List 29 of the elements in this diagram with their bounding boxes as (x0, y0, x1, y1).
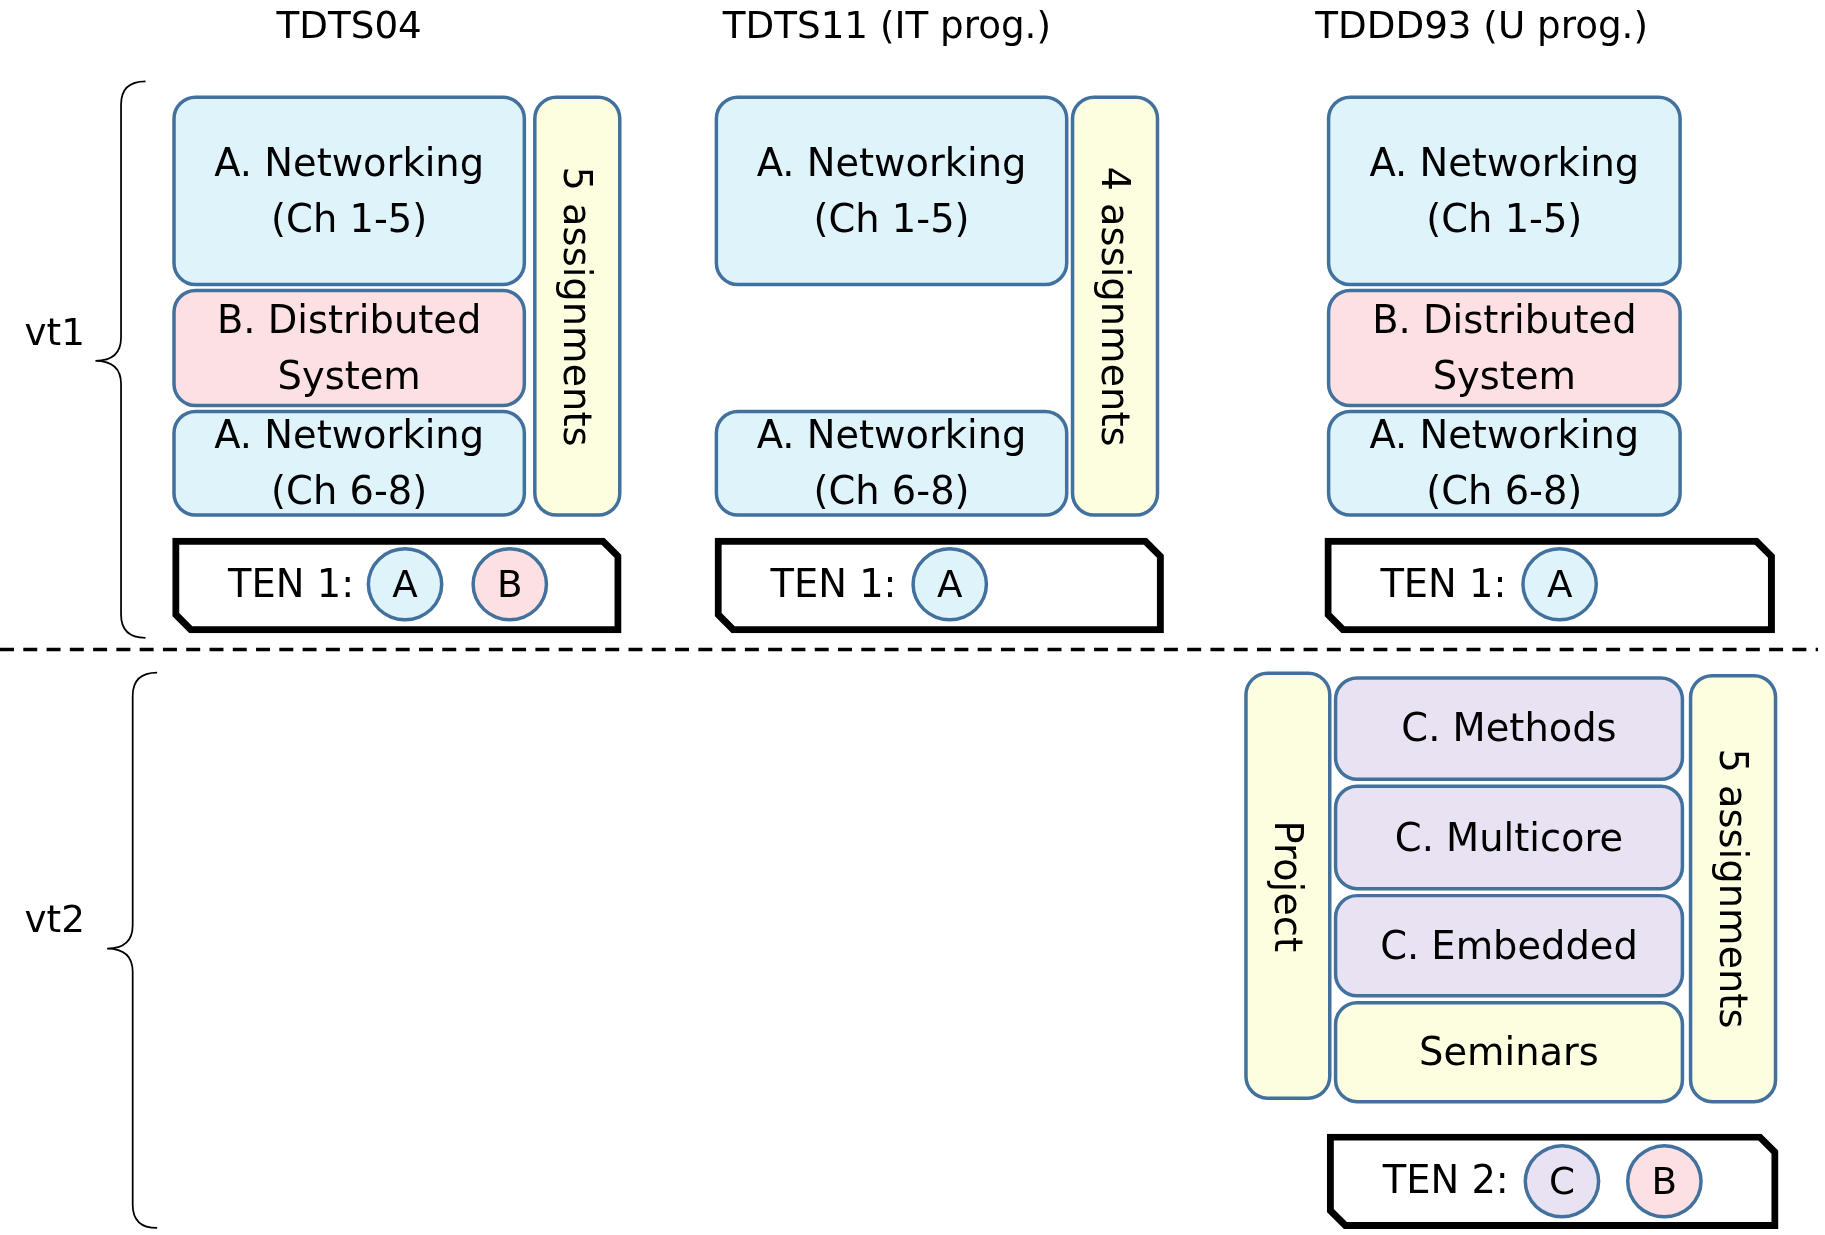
course-block: B. Distributed System (1326, 288, 1682, 408)
course-block: A. Networking (Ch 1-5) (1326, 95, 1682, 287)
course-block: C. Methods (1333, 676, 1685, 781)
course-block: A. Networking (Ch 1-5) (172, 95, 527, 287)
exam-label: TEN 1: (770, 563, 897, 606)
exam-box (1326, 1133, 1779, 1230)
vertical-block: 5 assignments (533, 95, 622, 517)
column-header: TDDD93 (U prog.) (1315, 3, 1648, 48)
exam-label: TEN 1: (1380, 563, 1507, 606)
column-header: TDTS11 (IT prog.) (722, 3, 1051, 48)
course-block: C. Multicore (1333, 784, 1685, 891)
course-block: A. Networking (Ch 6-8) (172, 409, 527, 517)
exam-box (1324, 537, 1775, 634)
period-label: vt1 (24, 309, 85, 354)
course-block: A. Networking (Ch 1-5) (714, 95, 1069, 287)
course-block: A. Networking (Ch 6-8) (714, 409, 1069, 517)
course-block: Seminars (1333, 1000, 1685, 1104)
vertical-block: 4 assignments (1070, 95, 1160, 517)
column-header: TDTS04 (276, 3, 422, 48)
period-label: vt2 (24, 897, 85, 942)
exam-box (714, 537, 1164, 634)
exam-label: TEN 1: (228, 563, 355, 606)
course-block: A. Networking (Ch 6-8) (1326, 409, 1682, 517)
vertical-block: Project (1244, 671, 1332, 1100)
vertical-block: 5 assignments (1688, 673, 1778, 1104)
course-block: C. Embedded (1333, 893, 1685, 998)
exam-label: TEN 2: (1382, 1159, 1509, 1202)
course-block: B. Distributed System (172, 288, 527, 408)
exam-box (172, 537, 622, 634)
